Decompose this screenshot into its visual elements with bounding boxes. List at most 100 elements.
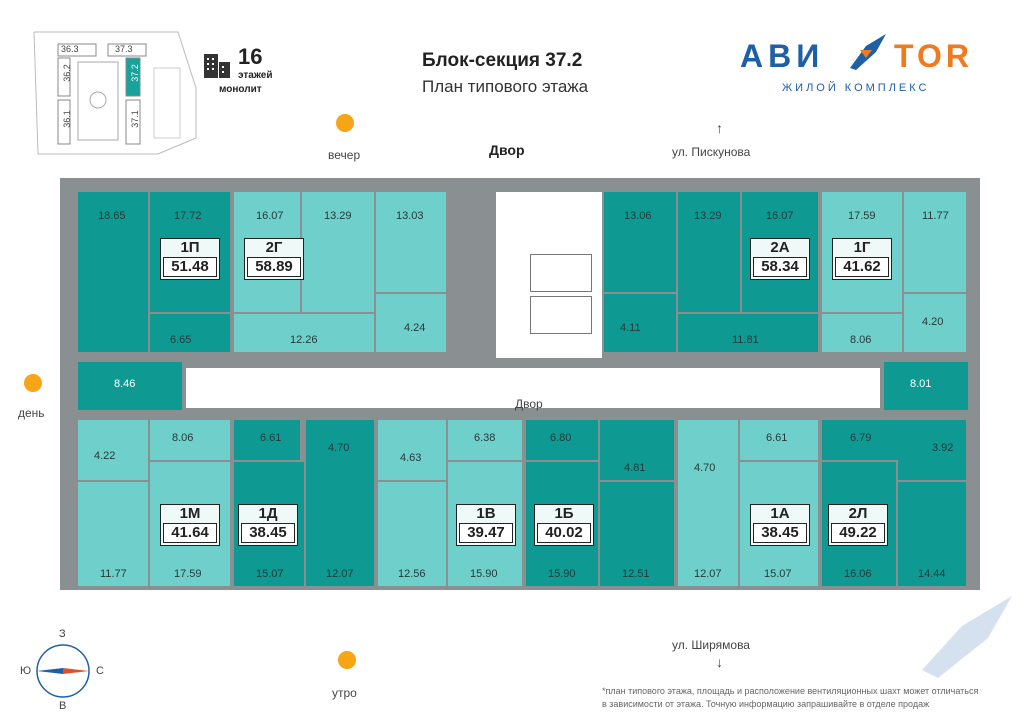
- apartment-1m[interactable]: 1М 41.64: [160, 504, 220, 546]
- arrow-up-icon: ↑: [716, 120, 723, 136]
- apartment-area: 51.48: [163, 257, 217, 277]
- room-area: 12.07: [326, 568, 354, 580]
- room-bottom-21: [898, 420, 966, 480]
- plane-watermark-icon: [912, 590, 1022, 680]
- room-area: 17.59: [848, 210, 876, 222]
- elevator-1: [530, 254, 592, 292]
- room-top-7: [376, 192, 446, 292]
- apartment-1p[interactable]: 1П 51.48: [160, 238, 220, 280]
- room-top-1: [78, 192, 148, 352]
- footnote-line-2: в зависимости от этажа. Точную информаци…: [602, 699, 930, 709]
- room-area: 6.65: [170, 334, 192, 346]
- room-bottom-8: [378, 420, 446, 480]
- room-bottom-17: [740, 420, 818, 460]
- room-area: 4.22: [94, 450, 116, 462]
- apartment-code: 2Л: [848, 505, 868, 522]
- apartment-code: 1М: [179, 505, 201, 522]
- apartment-1d[interactable]: 1Д 38.45: [238, 504, 298, 546]
- apartment-code: 2Г: [265, 239, 283, 256]
- street-bottom-label: ул. Ширямова: [672, 638, 750, 652]
- room-area: 15.90: [548, 568, 576, 580]
- room-bottom-3: [78, 482, 148, 586]
- room-area: 12.07: [694, 568, 722, 580]
- room-bottom-12: [526, 420, 598, 460]
- room-top-10: [604, 294, 676, 352]
- apartment-area: 40.02: [537, 523, 591, 543]
- apartment-area: 49.22: [831, 523, 885, 543]
- room-bottom-14: [600, 420, 674, 480]
- room-area: 12.51: [622, 568, 650, 580]
- apartment-1b[interactable]: 1Б 40.02: [534, 504, 594, 546]
- brand-tagline: ЖИЛОЙ КОМПЛЕКС: [782, 82, 930, 94]
- room-area: 4.63: [400, 452, 422, 464]
- compass-rose: З В Ю С: [20, 628, 106, 714]
- morning-label: утро: [332, 686, 357, 700]
- footnote-line-1: *план типового этажа, площадь и располож…: [602, 686, 979, 696]
- day-label: день: [18, 406, 45, 420]
- room-top-5: [302, 192, 374, 312]
- room-area: 13.29: [694, 210, 722, 222]
- room-top-17: [904, 294, 966, 352]
- minimap-label-36-2: 36.2: [61, 64, 72, 82]
- apartment-1g[interactable]: 1Г 41.62: [832, 238, 892, 280]
- compass-north: З: [59, 628, 66, 640]
- apartment-area: 58.89: [247, 257, 301, 277]
- room-area: 16.07: [256, 210, 284, 222]
- arrow-down-icon: ↓: [716, 654, 723, 670]
- compass-south: В: [59, 700, 67, 712]
- room-top-8: [376, 294, 446, 352]
- room-area: 6.80: [550, 432, 572, 444]
- room-area: 8.46: [114, 378, 136, 390]
- brand-name-right: TOR: [894, 38, 973, 74]
- room-bottom-1: [78, 420, 148, 480]
- page-title: Блок-секция 37.2: [422, 50, 583, 71]
- apartment-1a[interactable]: 1А 38.45: [750, 504, 810, 546]
- apartment-code: 1Д: [258, 505, 278, 522]
- room-bottom-7: [306, 420, 374, 586]
- apartment-area: 41.64: [163, 523, 217, 543]
- apartment-code: 1П: [180, 239, 200, 256]
- hall-right: [884, 362, 968, 410]
- room-area: 15.07: [256, 568, 284, 580]
- room-area: 6.79: [850, 432, 872, 444]
- evening-label: вечер: [328, 148, 361, 162]
- room-area: 16.06: [844, 568, 872, 580]
- sun-day-icon: [18, 368, 48, 398]
- apartment-area: 38.45: [241, 523, 295, 543]
- apartment-1v[interactable]: 1В 39.47: [456, 504, 516, 546]
- room-area: 11.77: [100, 568, 127, 580]
- room-area: 6.61: [260, 432, 282, 444]
- building-icon: [202, 48, 232, 78]
- room-area: 11.77: [922, 210, 949, 222]
- compass-east: С: [96, 665, 104, 677]
- room-area: 16.07: [766, 210, 794, 222]
- apartment-code: 2А: [770, 239, 790, 256]
- room-top-15: [904, 192, 966, 292]
- floor-plan: Двор 1П 51.48 2Г 58.89 2А 58.34 1Г 41.62…: [60, 178, 980, 590]
- apartment-2g[interactable]: 2Г 58.89: [244, 238, 304, 280]
- room-area: 13.06: [624, 210, 652, 222]
- minimap-label-36-1: 36.1: [61, 110, 72, 128]
- construction-type: монолит: [219, 84, 262, 95]
- corridor: [186, 368, 880, 408]
- room-area: 11.81: [732, 334, 759, 346]
- room-area: 15.90: [470, 568, 498, 580]
- room-bottom-19: [822, 420, 902, 460]
- apartment-area: 39.47: [459, 523, 513, 543]
- room-area: 4.70: [694, 462, 716, 474]
- apartment-2l[interactable]: 2Л 49.22: [828, 504, 888, 546]
- room-top-16: [822, 314, 902, 352]
- room-area: 4.70: [328, 442, 350, 454]
- room-area: 4.20: [922, 316, 944, 328]
- brand-logo: АВИ TOR ЖИЛОЙ КОМПЛЕКС: [740, 34, 1000, 98]
- floors-number: 16: [238, 44, 263, 69]
- apartment-2a[interactable]: 2А 58.34: [750, 238, 810, 280]
- room-top-3: [150, 314, 230, 352]
- room-bottom-22: [898, 482, 966, 586]
- sun-morning-icon: [332, 645, 362, 675]
- room-area: 17.59: [174, 568, 202, 580]
- room-area: 4.11: [620, 322, 641, 334]
- apartment-area: 38.45: [753, 523, 807, 543]
- room-bottom-15: [600, 482, 674, 586]
- room-bottom-9: [378, 482, 446, 586]
